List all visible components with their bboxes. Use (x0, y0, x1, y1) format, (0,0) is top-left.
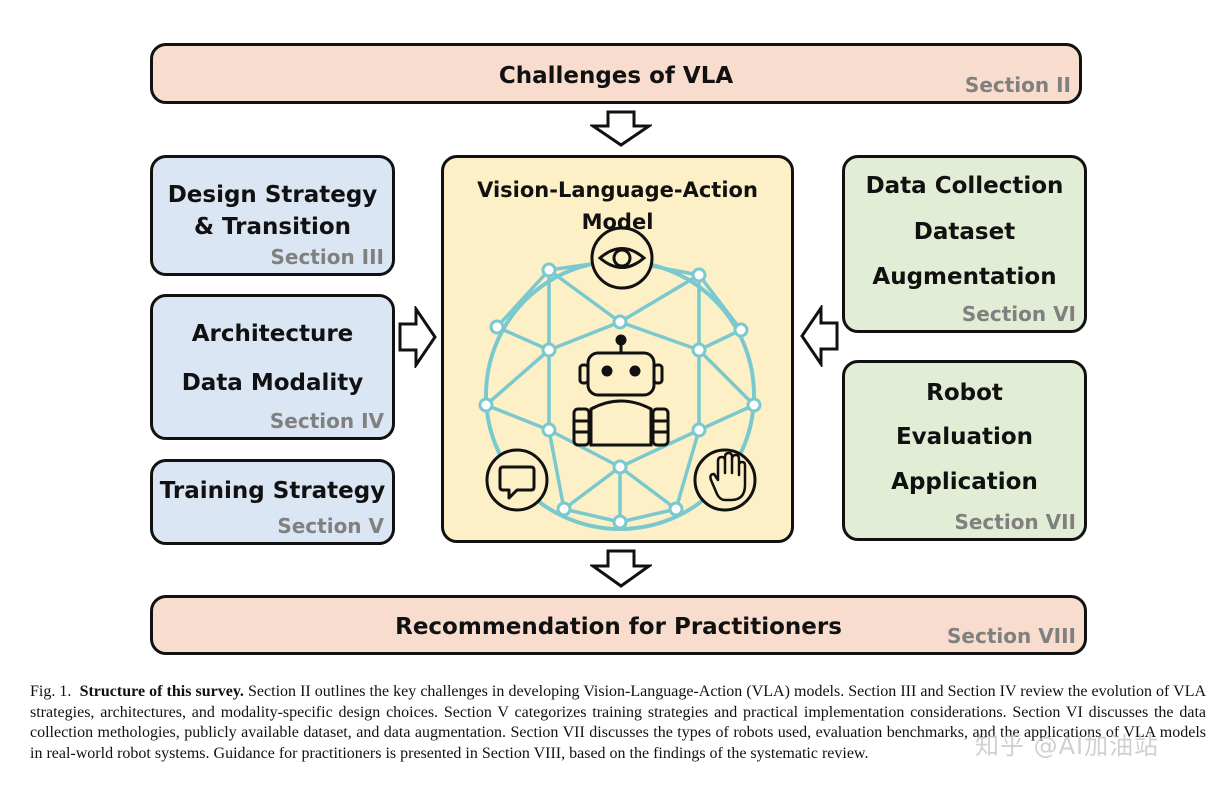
recommendation-box: Recommendation for Practitioners Section… (150, 595, 1087, 655)
architecture-line-2: Data Modality (181, 370, 364, 396)
challenges-title: Challenges of VLA (498, 63, 734, 89)
chat-bubble-icon (485, 448, 549, 512)
down-arrow-icon (590, 110, 652, 147)
caption-label: Fig. 1. (30, 683, 72, 700)
data-collection-line-3: Augmentation (872, 264, 1057, 290)
data-collection-section: Section VI (961, 302, 1076, 326)
recommendation-section: Section VIII (947, 624, 1076, 648)
robot-evaluation-section: Section VII (954, 510, 1076, 534)
challenges-box: Challenges of VLA Section II (150, 43, 1082, 104)
training-strategy-section: Section V (277, 514, 384, 538)
down-arrow-icon (590, 549, 652, 588)
robot-evaluation-line-2: Evaluation (895, 424, 1034, 450)
vla-model-title: Vision-Language-Action Model (477, 178, 758, 234)
design-strategy-line-2: & Transition (193, 214, 352, 240)
robot-evaluation-line-3: Application (891, 469, 1038, 495)
data-collection-line-2: Dataset (913, 219, 1016, 245)
design-strategy-box: Design Strategy & Transition Section III (150, 155, 395, 276)
robot-evaluation-box: Robot Evaluation Application Section VII (842, 360, 1087, 541)
architecture-line-1: Architecture (191, 321, 354, 347)
robot-icon (572, 334, 670, 447)
architecture-box: Architecture Data Modality Section IV (150, 294, 395, 440)
watermark: 知乎 @AI加油站 (975, 732, 1160, 760)
training-strategy-box: Training Strategy Section V (150, 459, 395, 545)
hand-icon (693, 448, 757, 512)
training-strategy-line-1: Training Strategy (159, 478, 386, 504)
caption-bold: Structure of this survey. (79, 683, 244, 700)
vla-model-box: Vision-Language-Action Model (441, 155, 794, 543)
architecture-section: Section IV (269, 409, 384, 433)
data-collection-box: Data Collection Dataset Augmentation Sec… (842, 155, 1087, 333)
left-arrow-icon (800, 305, 839, 367)
caption-text: Section II outlines the key challenges i… (30, 683, 1207, 762)
figure-caption: Fig. 1. Structure of this survey. Sectio… (30, 682, 1206, 764)
eye-icon (590, 226, 654, 290)
right-arrow-icon (398, 306, 437, 368)
data-collection-line-1: Data Collection (865, 173, 1064, 199)
design-strategy-line-1: Design Strategy (167, 182, 378, 208)
design-strategy-section: Section III (270, 245, 384, 269)
network-graphic (478, 226, 762, 531)
challenges-section: Section II (964, 73, 1071, 97)
robot-evaluation-line-1: Robot (926, 380, 1003, 406)
recommendation-title: Recommendation for Practitioners (395, 614, 842, 640)
